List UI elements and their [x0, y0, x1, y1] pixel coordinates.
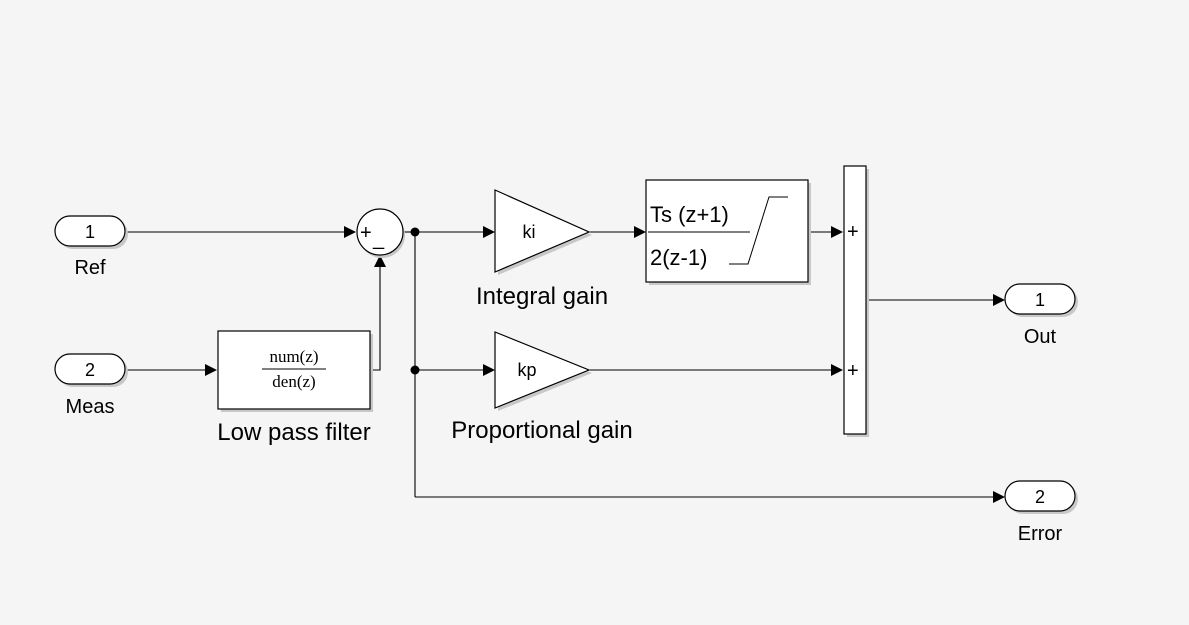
sum-block[interactable]: + _	[356, 208, 405, 258]
low-pass-filter-block[interactable]: num(z) den(z)	[217, 330, 373, 412]
signal-line-filter-out[interactable]	[370, 255, 386, 371]
filter-numerator: num(z)	[269, 347, 318, 366]
outport-error[interactable]: 2	[1004, 480, 1078, 514]
branch-point	[410, 365, 420, 375]
output-sum-sign-2: +	[847, 360, 859, 382]
sum-sign-minus: _	[372, 228, 385, 250]
output-sum-block[interactable]: + +	[843, 165, 869, 437]
inport-meas-number: 2	[85, 360, 95, 380]
outport-error-number: 2	[1035, 487, 1045, 507]
integrator-numerator: Ts (z+1)	[650, 202, 729, 227]
discrete-integrator-block[interactable]: Ts (z+1) 2(z-1)	[645, 179, 811, 285]
branch-point	[410, 227, 420, 237]
filter-denominator: den(z)	[272, 372, 315, 391]
filter-label: Low pass filter	[217, 419, 370, 446]
integral-gain-value: ki	[523, 222, 536, 242]
integral-gain-label: Integral gain	[476, 283, 608, 310]
integral-gain-block[interactable]: ki	[494, 189, 592, 275]
outport-out[interactable]: 1	[1004, 283, 1078, 317]
inport-ref-label: Ref	[74, 257, 106, 279]
sum-sign-plus: +	[360, 222, 372, 244]
inport-ref[interactable]: 1	[54, 215, 128, 249]
inport-meas[interactable]: 2	[54, 353, 128, 387]
proportional-gain-block[interactable]: kp	[494, 331, 592, 411]
outport-out-label: Out	[1024, 326, 1057, 348]
integrator-denominator: 2(z-1)	[650, 245, 707, 270]
proportional-gain-value: kp	[517, 360, 536, 380]
saturation-icon	[729, 196, 788, 265]
outport-error-label: Error	[1018, 523, 1063, 545]
proportional-gain-label: Proportional gain	[451, 417, 632, 444]
inport-ref-number: 1	[85, 222, 95, 242]
output-sum-sign-1: +	[847, 221, 859, 243]
outport-out-number: 1	[1035, 290, 1045, 310]
inport-meas-label: Meas	[66, 396, 115, 418]
